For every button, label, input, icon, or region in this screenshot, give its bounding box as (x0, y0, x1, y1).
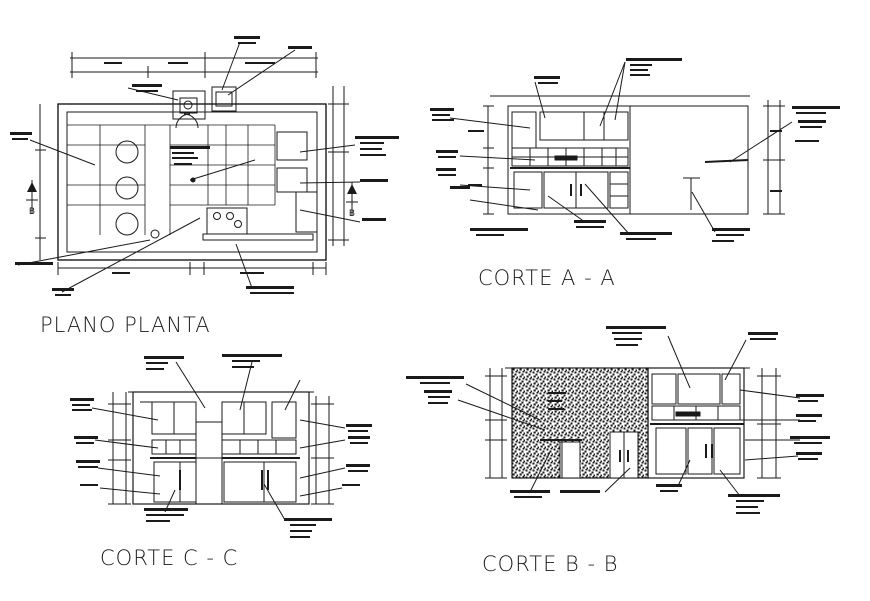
section-a-title: CORTE A - A (478, 266, 616, 290)
floor-plan (10, 36, 399, 296)
section-marker-right (346, 182, 358, 216)
section-c-c (70, 354, 372, 538)
section-marker-left (26, 180, 38, 214)
floor-plan-title: PLANO PLANTA (40, 313, 211, 337)
annotation-labels (10, 36, 399, 296)
floor-tile-grid (67, 124, 276, 235)
section-b-title: CORTE B - B (482, 552, 619, 576)
section-marker-left-top: A (29, 184, 35, 193)
section-c-title: CORTE C - C (100, 546, 239, 570)
section-marker-right-top: A (349, 186, 355, 195)
section-b-b (406, 326, 830, 514)
section-marker-right-bottom: B (349, 209, 355, 219)
section-marker-left-bottom: B (29, 207, 35, 217)
section-a-a (430, 58, 840, 242)
